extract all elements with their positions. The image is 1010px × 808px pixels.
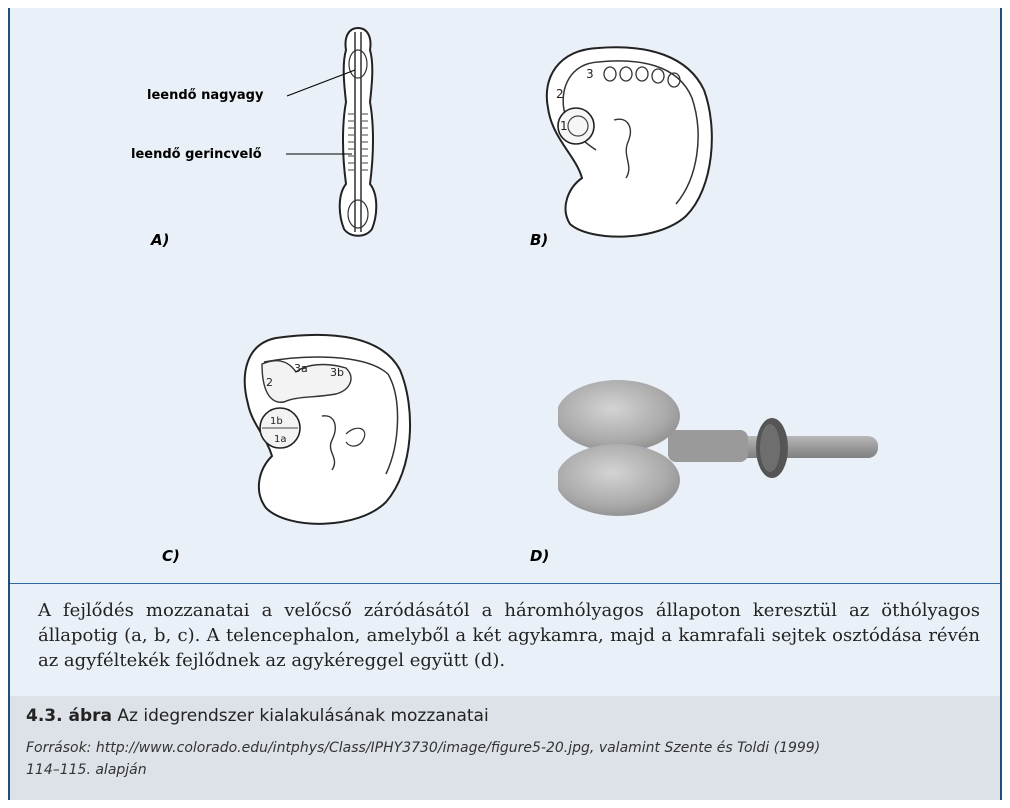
- panel-label-b: B): [530, 231, 548, 249]
- embryo-c-label-1b: 1b: [270, 416, 283, 427]
- figure-description: A fejlődés mozzanatai a velőcső záródásá…: [38, 598, 980, 673]
- panel-label-c: C): [162, 547, 180, 565]
- embryo-c-label-3b: 3b: [330, 366, 344, 379]
- embryo-c-label-3a: 3a: [294, 362, 308, 375]
- panel-label-a: A): [151, 231, 169, 249]
- embryo-b-label-1: 1: [560, 119, 568, 133]
- panel-d-illustration: [558, 378, 888, 518]
- figure-title: Az idegrendszer kialakulásának mozzanata…: [112, 706, 489, 726]
- embryo-b-label-3: 3: [586, 67, 594, 81]
- panel-b-illustration: 2 1 3: [538, 38, 738, 248]
- embryo-c-label-2: 2: [266, 376, 273, 389]
- panel-label-d: D): [530, 547, 549, 565]
- figure-area: leendő nagyagy leendő gerincvelő A): [10, 8, 1000, 582]
- figure-box: leendő nagyagy leendő gerincvelő A): [8, 8, 1002, 800]
- divider: [10, 583, 1000, 584]
- annotation-leader-lines: [10, 8, 410, 208]
- panel-c-illustration: 2 3a 3b 1b 1a: [236, 324, 426, 544]
- figure-sources: Források: http://www.colorado.edu/intphy…: [26, 737, 826, 781]
- figure-number: 4.3. ábra: [26, 706, 112, 726]
- embryo-c-label-1a: 1a: [274, 434, 287, 445]
- figure-caption: 4.3. ábra Az idegrendszer kialakulásának…: [26, 706, 489, 726]
- embryo-b-label-2: 2: [556, 87, 564, 101]
- caption-bar: 4.3. ábra Az idegrendszer kialakulásának…: [10, 696, 1000, 800]
